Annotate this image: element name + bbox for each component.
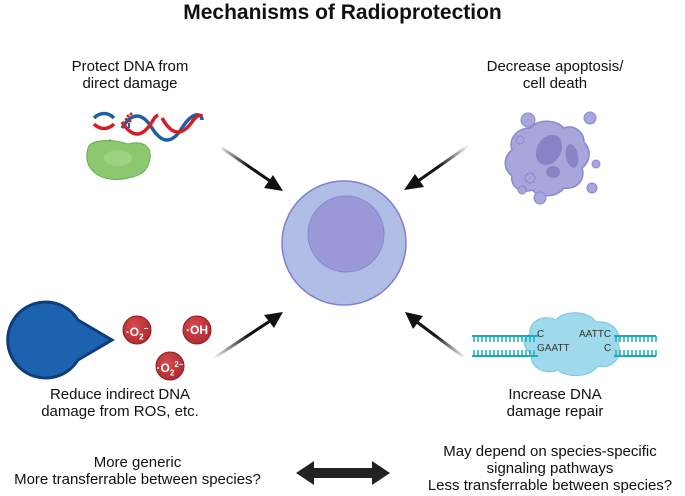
ros-molecule-superoxide (122, 315, 152, 345)
spectrum-right-label: May depend on species-specific signaling… (427, 443, 673, 494)
ros-label-peroxide: ·O22− (156, 360, 184, 378)
ros-molecule-peroxide (155, 351, 185, 381)
arrow-bottom-left (213, 312, 283, 360)
label-decrease-apoptosis: Decrease apoptosis/ cell death (486, 58, 624, 92)
cell-icon (281, 180, 407, 306)
apoptotic-cell-icon (504, 111, 601, 205)
sequence-bottom-left: GAATT (537, 343, 570, 354)
arrow-top-left (221, 146, 283, 191)
label-increase-repair: Increase DNA damage repair (506, 386, 604, 420)
double-arrow-icon (296, 461, 390, 485)
arrow-top-right (404, 144, 469, 190)
ros-molecule-hydroxyl (182, 315, 212, 345)
dna-repair-complex-icon (472, 312, 657, 376)
label-reduce-indirect-damage: Reduce indirect DNA damage from ROS, etc… (41, 386, 199, 420)
sequence-bottom-right: C (604, 343, 612, 354)
label-protect-dna: Protect DNA from direct damage (71, 58, 189, 92)
sequence-top-left: C (537, 329, 545, 340)
dna-repair-enzyme-icon (86, 111, 204, 181)
arrow-bottom-right (405, 312, 466, 360)
sequence-top-right: AATTC (579, 329, 612, 340)
page-title: Mechanisms of Radioprotection (183, 1, 502, 24)
ros-label-hydroxyl: ·OH (186, 323, 208, 337)
spectrum-left-label: More generic More transferrable between … (14, 454, 261, 488)
ros-label-superoxide: ·O2− (125, 324, 149, 342)
ros-scavenger-icon (6, 300, 115, 380)
